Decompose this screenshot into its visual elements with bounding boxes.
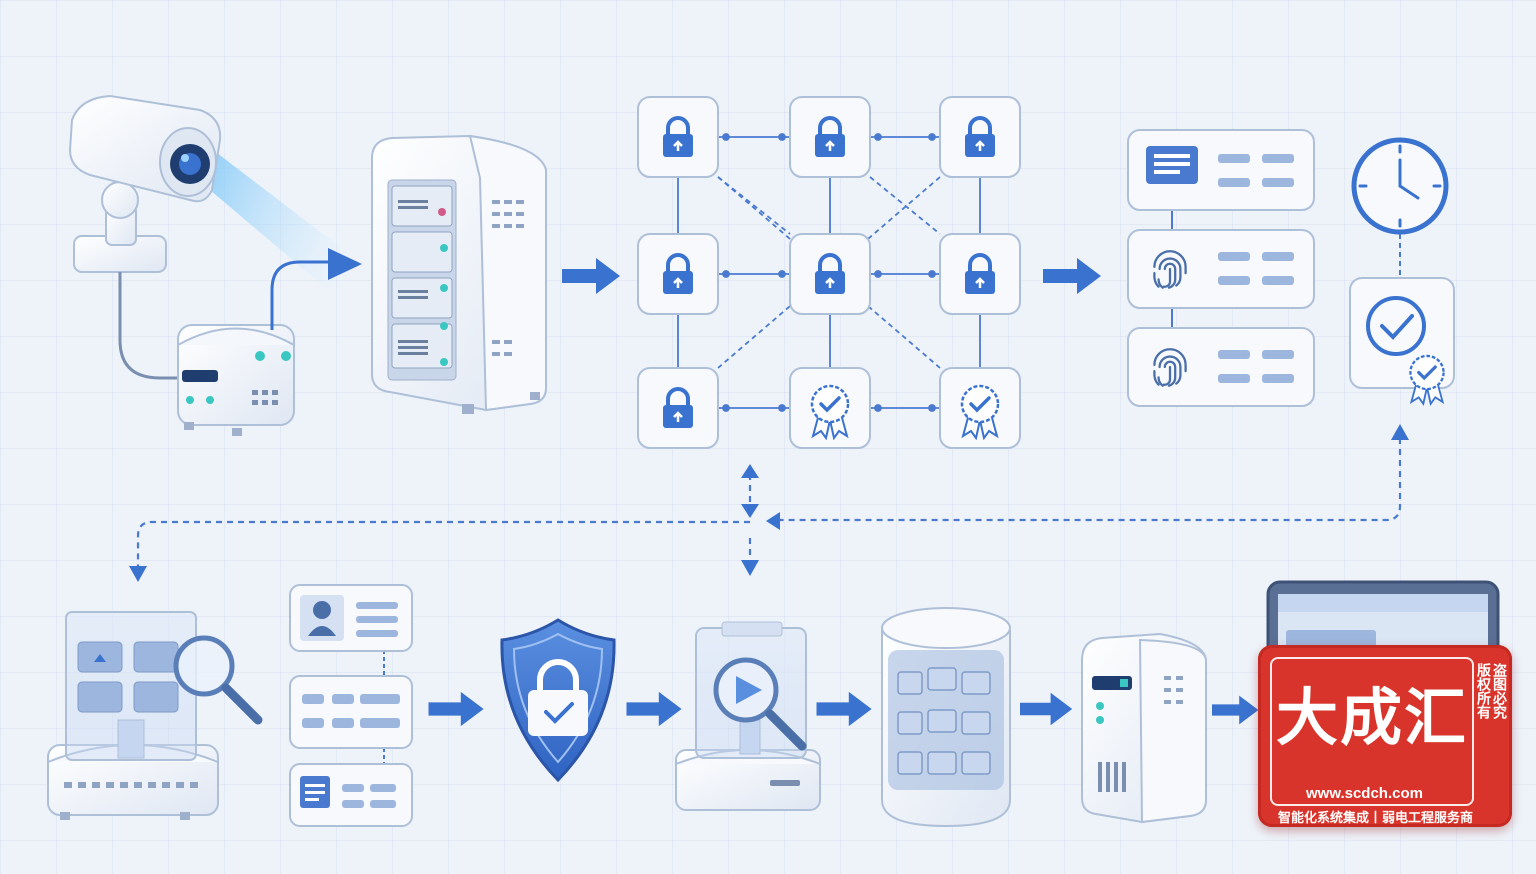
stamp-side-right: 盗图必究	[1492, 663, 1508, 719]
storage-cylinder-icon	[881, 607, 1011, 828]
stamp-frame	[1270, 657, 1474, 806]
camera-cable	[118, 272, 180, 380]
link-arrow-line	[270, 260, 330, 330]
badge-node-2	[939, 367, 1021, 449]
lock-node-1	[637, 96, 719, 178]
identity-records-icon	[1127, 129, 1315, 407]
watermark-stamp: 大成汇 www.scdch.com 智能化系统集成丨弱电工程服务商 版权所有 盗…	[1258, 645, 1512, 827]
stamp-side-left: 版权所有	[1476, 663, 1492, 719]
arrow-head	[328, 248, 362, 280]
flow-arrow-2	[1043, 258, 1101, 294]
video-review-scanner-icon	[675, 621, 821, 811]
lock-node-6	[939, 233, 1021, 315]
badge-node-1	[789, 367, 871, 449]
flow-arrow-7	[1212, 695, 1259, 725]
storage-server-icon	[1081, 632, 1207, 824]
stamp-slogan: 智能化系统集成丨弱电工程服务商	[1278, 810, 1474, 825]
flow-arrow-4	[626, 691, 682, 727]
evidence-terminal-icon	[47, 611, 263, 820]
stamp-url: www.scdch.com	[1306, 785, 1423, 802]
certified-document-icon	[1349, 277, 1455, 406]
lock-node-5	[789, 233, 871, 315]
dashed-arrow-heads	[129, 424, 1409, 582]
lock-node-7	[637, 367, 719, 449]
stamp-brand: 大成汇	[1276, 681, 1469, 754]
flow-arrow-1	[562, 258, 620, 294]
flow-arrow-3	[428, 691, 484, 727]
clock-icon	[1351, 137, 1449, 235]
lock-node-3	[939, 96, 1021, 178]
surveillance-camera-icon	[68, 94, 370, 300]
user-profile-cards-icon	[289, 584, 413, 827]
server-rack-icon	[371, 134, 547, 414]
lock-node-4	[637, 233, 719, 315]
flow-arrow-5	[816, 691, 872, 727]
poe-switch-icon	[177, 324, 295, 436]
lock-node-2	[789, 96, 871, 178]
flow-arrow-6	[1020, 692, 1073, 726]
security-shield-icon	[500, 618, 616, 783]
dashed-flow-line	[136, 438, 1402, 568]
